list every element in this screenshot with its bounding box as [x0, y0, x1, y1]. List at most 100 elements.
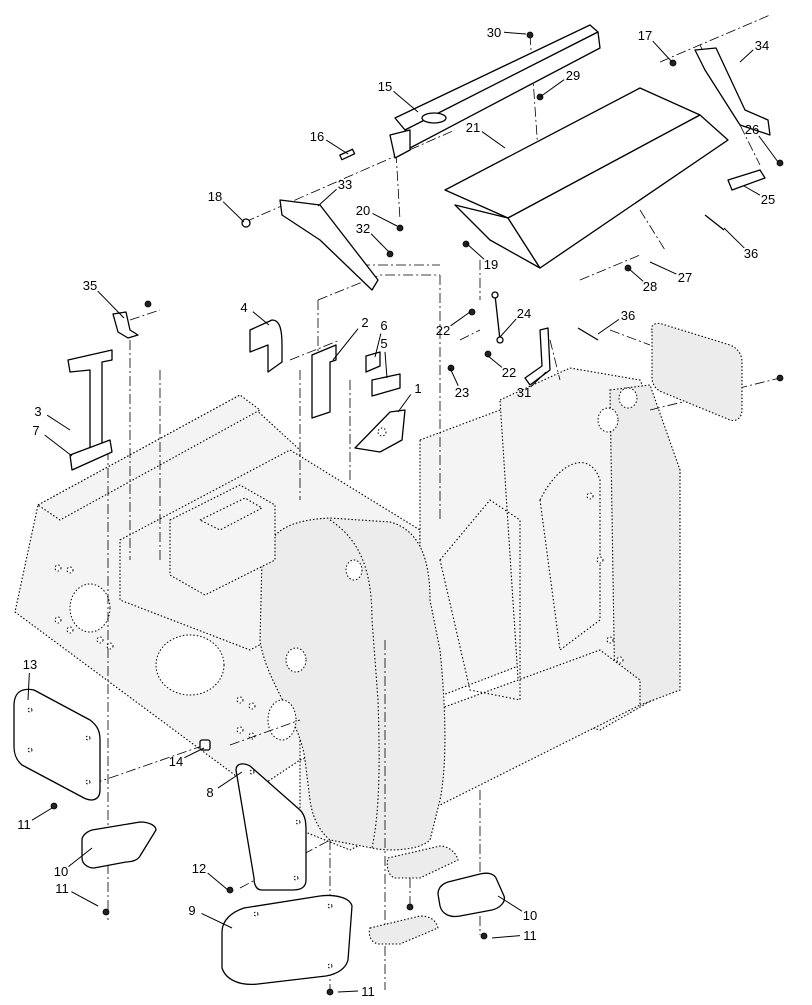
- callout-leader: [97, 290, 125, 319]
- part-35-clip: [112, 311, 139, 339]
- callout-number: 33: [338, 177, 352, 192]
- callout-c24: 24: [499, 306, 531, 338]
- callout-number: 2: [361, 315, 368, 330]
- callout-leader: [739, 49, 754, 63]
- callout-number: 32: [356, 221, 370, 236]
- callout-leader: [397, 394, 412, 413]
- callout-c6: 6: [374, 318, 388, 358]
- part-36-strip: [577, 214, 725, 341]
- callout-leader: [372, 213, 398, 227]
- callout-leader: [44, 434, 73, 457]
- callout-leader: [68, 847, 93, 868]
- callout-number: 20: [356, 203, 370, 218]
- callout-leader: [539, 79, 565, 98]
- callout-leader: [597, 318, 620, 335]
- callout-leader: [758, 135, 779, 163]
- callout-number: 31: [517, 385, 531, 400]
- callout-leader: [627, 267, 644, 282]
- callout-c11a: 11: [17, 807, 53, 832]
- callout-number: 11: [361, 984, 375, 999]
- callout-leader: [530, 371, 547, 388]
- callout-leader: [252, 311, 270, 326]
- callout-number: 15: [378, 79, 392, 94]
- callout-number: 34: [755, 38, 769, 53]
- callout-leader: [222, 201, 245, 223]
- callout-c35: 35: [83, 278, 125, 319]
- callout-leader: [497, 895, 523, 912]
- callout-number: 24: [517, 306, 531, 321]
- callout-leader: [317, 188, 337, 207]
- callout-number: 7: [32, 423, 39, 438]
- callout-number: 10: [523, 908, 537, 923]
- part-7-block: [69, 439, 113, 471]
- callout-leader: [450, 311, 471, 327]
- callout-number: 13: [23, 657, 37, 672]
- callout-number: 36: [621, 308, 635, 323]
- callout-number: 8: [206, 785, 213, 800]
- under-plates: [368, 845, 459, 945]
- callout-leader: [325, 139, 349, 155]
- callout-number: 17: [638, 28, 652, 43]
- callout-leader: [184, 747, 205, 759]
- callout-c23: 23: [449, 367, 469, 400]
- callout-leader: [31, 807, 53, 821]
- callout-c17: 17: [638, 28, 673, 63]
- callout-c30: 30: [487, 25, 527, 40]
- callout-leader: [723, 227, 745, 249]
- callout-c18: 18: [208, 189, 245, 223]
- callout-c13: 13: [23, 657, 37, 701]
- callout-number: 18: [208, 189, 222, 204]
- callout-number: 12: [192, 861, 206, 876]
- part-25-latch: [727, 169, 766, 191]
- callout-leader: [465, 242, 485, 260]
- callout-number: 35: [83, 278, 97, 293]
- callout-c31: 31: [517, 371, 547, 400]
- callout-c29: 29: [539, 68, 580, 98]
- callout-c36b: 36: [597, 308, 635, 335]
- callout-c2: 2: [332, 315, 369, 361]
- callout-c26: 26: [745, 122, 779, 163]
- callout-c20: 20: [356, 203, 398, 227]
- callout-c9: 9: [188, 903, 233, 929]
- callout-c28: 28: [627, 267, 657, 294]
- part-34-bracket: [694, 47, 771, 136]
- part-10-plate-right: [437, 872, 506, 918]
- callout-c32: 32: [356, 221, 390, 253]
- part-10-plate-left: [81, 821, 157, 869]
- callout-c3: 3: [34, 404, 71, 431]
- callout-c11c: 11: [491, 928, 537, 943]
- callout-c22b: 22: [487, 355, 516, 380]
- chassis-frame: [14, 367, 681, 851]
- callout-c10a: 10: [54, 847, 93, 879]
- callout-number: 16: [310, 129, 324, 144]
- fasteners: [50, 31, 784, 996]
- callout-number: 10: [54, 864, 68, 879]
- part-9-plate: [221, 894, 353, 986]
- right-cover-plate: [651, 322, 743, 422]
- callout-c11d: 11: [337, 984, 375, 999]
- callout-c1: 1: [397, 381, 422, 413]
- part-2-bracket: [311, 344, 337, 419]
- callout-number: 21: [466, 120, 480, 135]
- callout-number: 14: [169, 754, 183, 769]
- callout-leader: [743, 185, 761, 196]
- part-1-block: [354, 409, 406, 453]
- callout-leader: [384, 351, 388, 379]
- part-33-bracket: [279, 199, 379, 291]
- callout-c33: 33: [317, 177, 352, 207]
- callout-number: 30: [487, 25, 501, 40]
- part-31-bracket: [524, 327, 551, 386]
- callout-number: 22: [436, 323, 450, 338]
- part-15-rail: [389, 24, 601, 159]
- callout-number: 25: [761, 192, 775, 207]
- callout-leader: [201, 913, 233, 929]
- callout-number: 11: [523, 928, 537, 943]
- callout-number: 3: [34, 404, 41, 419]
- callout-c34: 34: [739, 38, 769, 63]
- callout-number: 22: [502, 365, 516, 380]
- callout-number: 9: [188, 903, 195, 918]
- callout-c4: 4: [240, 300, 270, 326]
- callout-number: 11: [17, 817, 31, 832]
